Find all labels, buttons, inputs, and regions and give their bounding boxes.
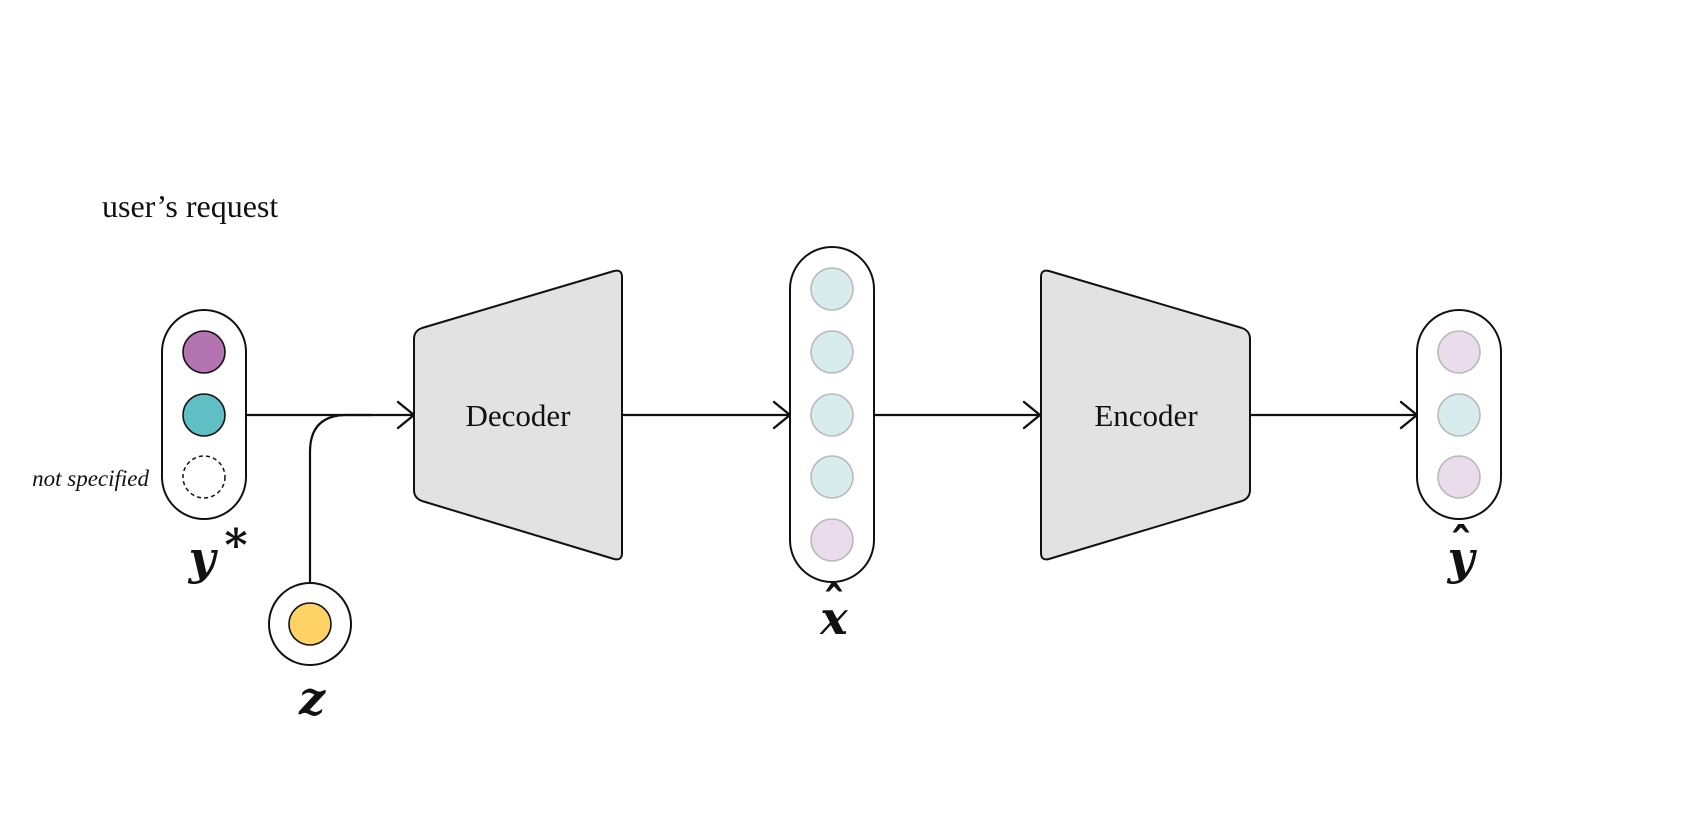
x-hat-node-3 [810, 393, 854, 437]
y-star-asterisk: * [224, 520, 247, 571]
x-hat-node-5 [810, 518, 854, 562]
y-hat-base: y [1447, 531, 1478, 585]
y-star-label: y * [188, 520, 248, 585]
users-request-title: user’s request [102, 188, 278, 224]
encoder-label: Encoder [1094, 398, 1198, 433]
arrow-z-to-decoder [308, 413, 372, 584]
y-hat-node-2 [1437, 393, 1481, 437]
x-hat-node-2 [810, 330, 854, 374]
y-star-node-group [161, 309, 247, 520]
z-label: z [298, 671, 326, 725]
x-hat-node-group [789, 246, 875, 583]
y-hat-node-group [1416, 309, 1502, 520]
y-star-base: y [188, 531, 219, 585]
decoder-label: Decoder [466, 398, 572, 433]
z-node-group [268, 582, 352, 666]
x-hat-label: x ˆ [819, 577, 848, 645]
y-star-node-teal [182, 393, 226, 437]
y-hat-accent: ˆ [1450, 518, 1473, 572]
x-hat-accent: ˆ [823, 577, 846, 631]
y-hat-node-3 [1437, 455, 1481, 499]
x-hat-node-4 [810, 455, 854, 499]
y-hat-node-1 [1437, 330, 1481, 374]
y-star-node-purple [182, 330, 226, 374]
y-hat-label: y ˆ [1447, 518, 1478, 585]
not-specified-note: not specified [32, 466, 149, 491]
encoder-block: Encoder [1040, 269, 1251, 561]
x-hat-node-1 [810, 267, 854, 311]
z-node-yellow [288, 602, 332, 646]
y-star-node-unspecified [182, 455, 226, 499]
x-hat-base: x [819, 591, 848, 645]
decoder-block: Decoder [413, 269, 623, 561]
